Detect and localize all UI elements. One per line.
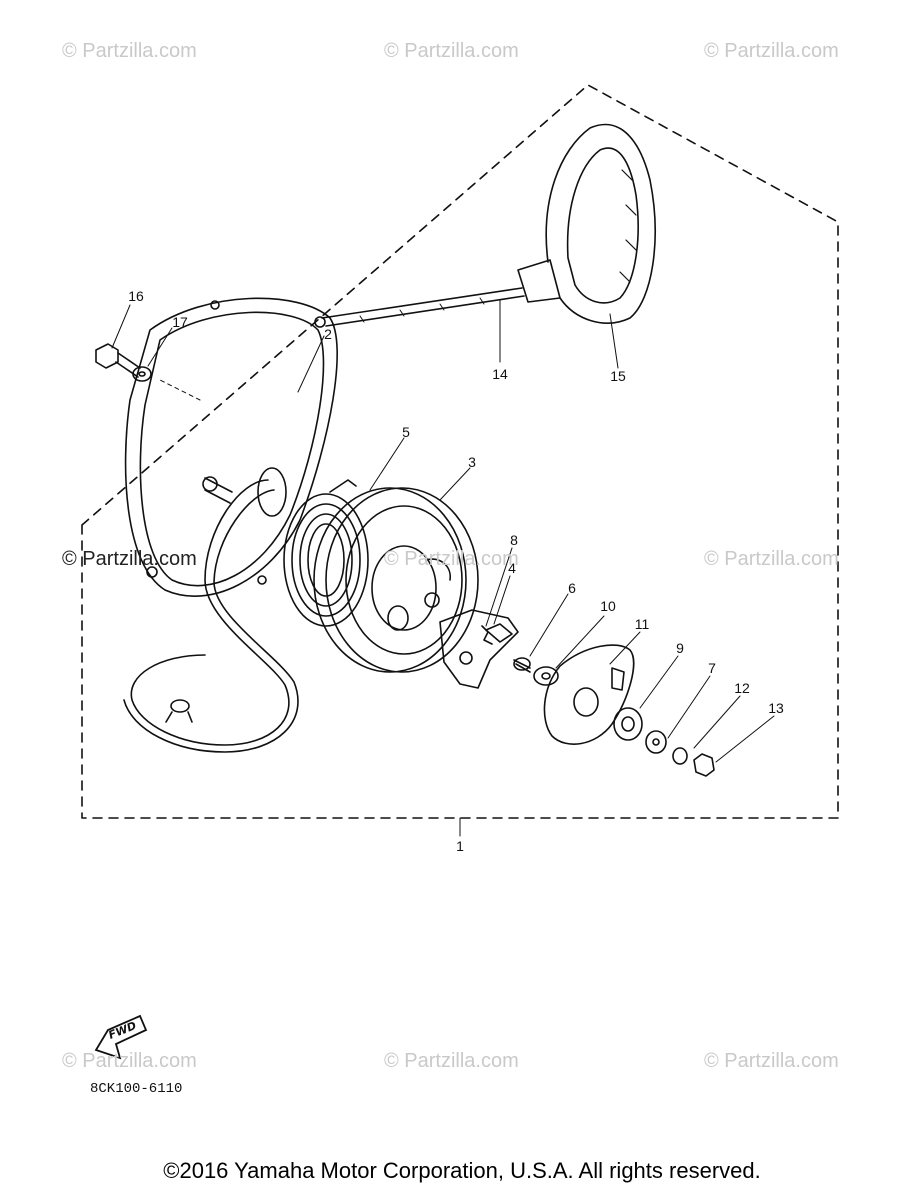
callout-5: 5 xyxy=(402,424,410,440)
pawl-spring xyxy=(481,625,493,645)
callout-12: 12 xyxy=(734,680,750,696)
starter-handle xyxy=(517,123,656,324)
sheave-drum xyxy=(313,487,479,673)
wave-washer xyxy=(613,707,643,741)
wire-lead xyxy=(123,479,299,753)
spiral-spring xyxy=(283,479,369,627)
watermark: © Partzilla.com xyxy=(384,1050,519,1072)
watermark: © Partzilla.com xyxy=(704,1050,839,1072)
return-spring xyxy=(513,657,531,673)
callout-9: 9 xyxy=(676,640,684,656)
nut xyxy=(693,753,715,777)
callout-7: 7 xyxy=(708,660,716,676)
starter-case xyxy=(124,297,338,597)
copyright-notice: ©2016 Yamaha Motor Corporation, U.S.A. A… xyxy=(163,1158,761,1183)
starter-rope xyxy=(321,287,525,327)
spring-washer xyxy=(672,747,688,765)
plain-washer xyxy=(645,730,667,754)
bolt xyxy=(95,343,141,378)
watermark: © Partzilla.com xyxy=(62,548,197,570)
diagram-code: 8CK100-6110 xyxy=(90,1081,183,1097)
drive-plate xyxy=(543,644,635,745)
watermark: © Partzilla.com xyxy=(704,40,839,62)
watermark: © Partzilla.com xyxy=(62,40,197,62)
watermark: © Partzilla.com xyxy=(384,548,519,570)
callout-14: 14 xyxy=(492,366,508,382)
callout-8: 8 xyxy=(510,532,518,548)
watermark: © Partzilla.com xyxy=(384,40,519,62)
callout-13: 13 xyxy=(768,700,784,716)
washer xyxy=(132,366,152,382)
callout-10: 10 xyxy=(600,598,616,614)
drive-pawl xyxy=(439,609,519,689)
callout-15: 15 xyxy=(610,368,626,384)
callout-16: 16 xyxy=(128,288,144,304)
forward-arrow-icon xyxy=(94,1014,148,1060)
callout-17: 17 xyxy=(172,314,188,330)
watermark: © Partzilla.com xyxy=(62,1050,197,1072)
callout-2: 2 xyxy=(324,326,332,342)
callout-4: 4 xyxy=(508,560,516,576)
callout-3: 3 xyxy=(468,454,476,470)
assembly-boundary xyxy=(81,84,839,819)
thrust-washer xyxy=(533,666,559,686)
callout-11: 11 xyxy=(634,616,650,632)
leader-lines xyxy=(111,299,775,837)
callout-6: 6 xyxy=(568,580,576,596)
callout-1: 1 xyxy=(456,838,464,854)
watermark: © Partzilla.com xyxy=(704,548,839,570)
